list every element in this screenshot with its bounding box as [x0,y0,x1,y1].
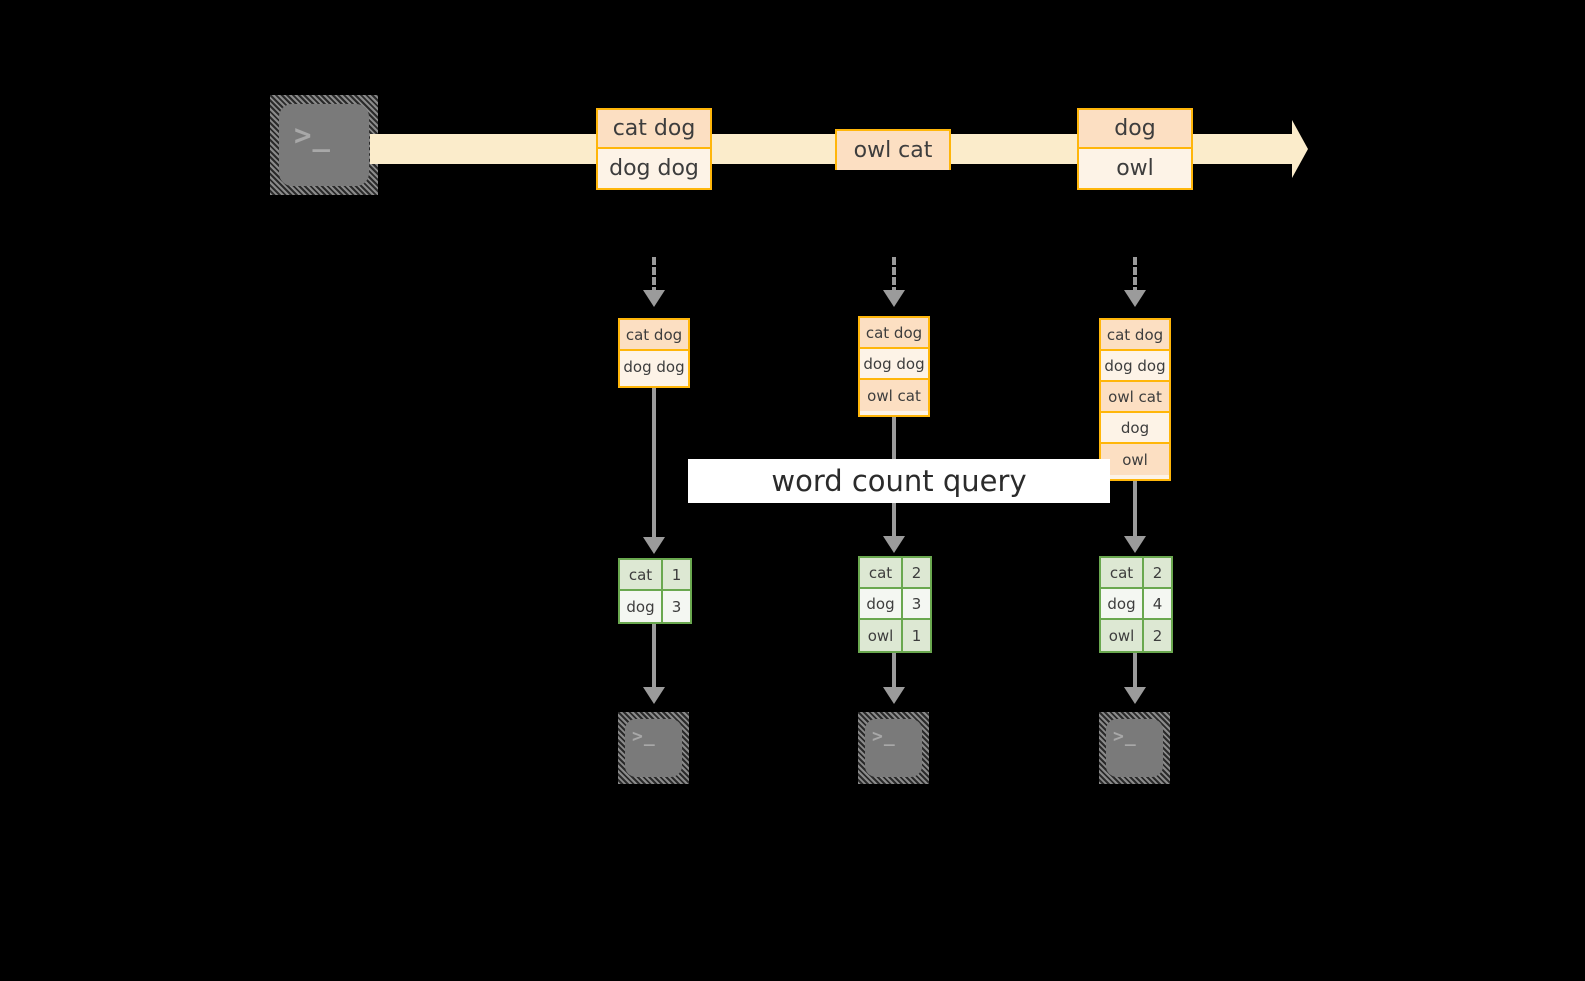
table-row: owl 2 [1101,620,1171,651]
terminal-body [1106,719,1163,777]
snapshot-3-sink-line [1133,653,1137,692]
stream-event-line: cat dog [598,110,710,149]
result-word: dog [620,591,663,622]
table-row: cat 1 [620,560,690,591]
stream-event-line: dog [1079,110,1191,149]
snapshot-2-result-table: cat 2 dog 3 owl 1 [858,556,932,653]
result-count: 4 [1144,589,1171,618]
record-row: cat dog [1101,320,1169,351]
stream-event-line: owl cat [837,131,949,170]
snapshot-2-sink-arrowhead [883,687,905,704]
snapshot-3-sink-arrowhead [1124,687,1146,704]
terminal-prompt-glyph: >_ [872,726,896,747]
result-word: dog [860,589,903,618]
terminal-prompt-glyph: >_ [1113,726,1137,747]
result-word: cat [1101,558,1144,587]
stream-event-line: owl [1079,149,1191,188]
snapshot-1-query-arrowhead [643,537,665,554]
table-row: dog 4 [1101,589,1171,620]
snapshot-3-feed-line [1133,257,1137,295]
event-stream-arrowhead [1292,120,1308,178]
table-row: cat 2 [1101,558,1171,589]
snapshot-3-query-line [1133,481,1137,541]
record-row: dog [1101,413,1169,444]
terminal-prompt-glyph: >_ [294,118,331,152]
record-row: cat dog [860,318,928,349]
result-count: 2 [903,558,930,587]
query-label: word count query [771,464,1027,498]
stream-event-3: dog owl [1077,108,1193,190]
table-row: dog 3 [860,589,930,620]
result-count: 3 [903,589,930,618]
record-row: dog dog [860,349,928,380]
snapshot-1-sink-arrowhead [643,687,665,704]
record-row: cat dog [620,320,688,351]
snapshot-2-records: cat dog dog dog owl cat [858,316,930,417]
record-row: owl cat [1101,382,1169,413]
snapshot-3-records: cat dog dog dog owl cat dog owl [1099,318,1171,481]
terminal-body [279,104,369,186]
result-word: dog [1101,589,1144,618]
result-word: owl [860,620,903,651]
snapshot-3-sink-terminal-icon: >_ [1099,712,1170,784]
query-label-band: word count query [688,459,1110,503]
result-word: cat [620,560,663,589]
result-count: 3 [663,591,690,622]
snapshot-1-sink-line [652,624,656,692]
record-row: dog dog [1101,351,1169,382]
snapshot-1-query-line [652,388,656,542]
snapshot-1-sink-terminal-icon: >_ [618,712,689,784]
stream-event-line: dog dog [598,149,710,188]
table-row: owl 1 [860,620,930,651]
snapshot-1-feed-arrowhead [643,290,665,307]
snapshot-1-records: cat dog dog dog [618,318,690,388]
snapshot-3-query-arrowhead [1124,536,1146,553]
snapshot-3-feed-arrowhead [1124,290,1146,307]
snapshot-2-sink-line [892,653,896,692]
snapshot-2-query-arrowhead [883,536,905,553]
snapshot-2-sink-terminal-icon: >_ [858,712,929,784]
record-row: dog dog [620,351,688,382]
result-count: 1 [663,560,690,589]
result-count: 2 [1144,620,1171,651]
result-count: 2 [1144,558,1171,587]
snapshot-2-feed-line [892,257,896,295]
stream-event-2: owl cat [835,129,951,170]
snapshot-1-result-table: cat 1 dog 3 [618,558,692,624]
result-word: cat [860,558,903,587]
snapshot-3-result-table: cat 2 dog 4 owl 2 [1099,556,1173,653]
snapshot-2-feed-arrowhead [883,290,905,307]
terminal-body [625,719,682,777]
record-row: owl [1101,444,1169,475]
terminal-prompt-glyph: >_ [632,726,656,747]
snapshot-1-feed-line [652,257,656,295]
stream-event-1: cat dog dog dog [596,108,712,190]
result-count: 1 [903,620,930,651]
source-terminal-icon: >_ [270,95,378,195]
terminal-body [865,719,922,777]
table-row: cat 2 [860,558,930,589]
table-row: dog 3 [620,591,690,622]
record-row: owl cat [860,380,928,411]
result-word: owl [1101,620,1144,651]
